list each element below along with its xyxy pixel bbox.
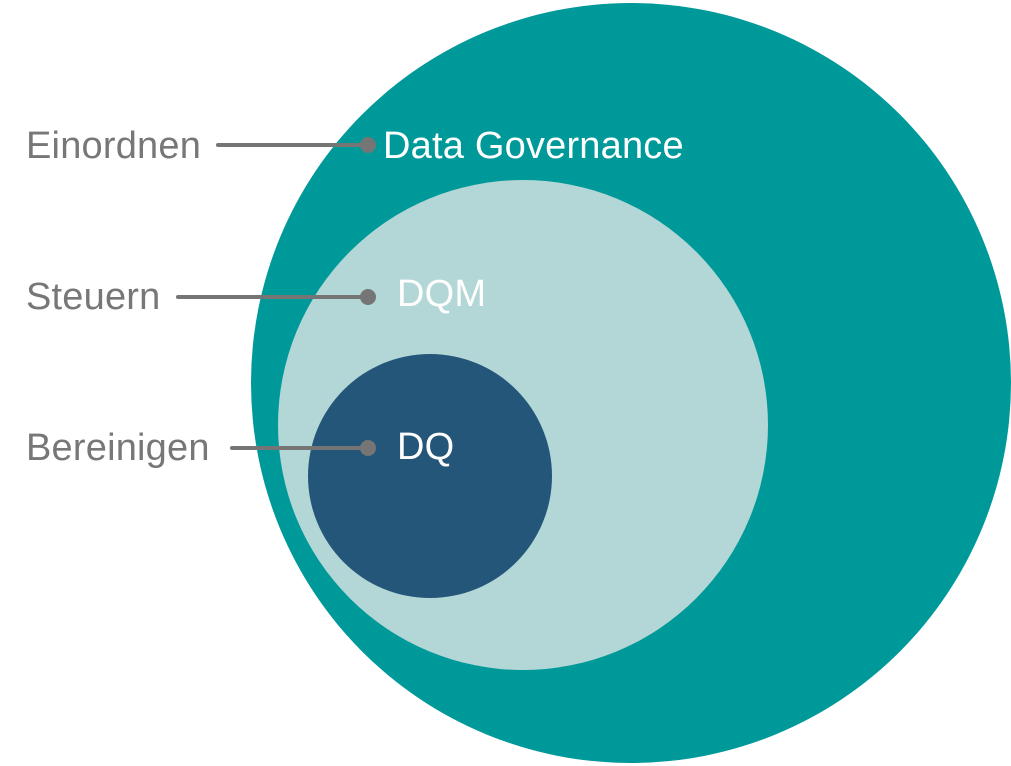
connector-dot-steuern — [360, 289, 376, 305]
label-dqm: DQM — [397, 273, 487, 315]
label-einordnen: Einordnen — [26, 125, 202, 167]
label-steuern: Steuern — [26, 276, 161, 318]
dq-circle — [308, 354, 552, 598]
connector-dot-bereinigen — [360, 440, 376, 456]
label-data-governance: Data Governance — [383, 125, 684, 167]
label-dq: DQ — [397, 426, 455, 468]
connector-dot-einordnen — [360, 137, 376, 153]
label-bereinigen: Bereinigen — [26, 427, 210, 469]
